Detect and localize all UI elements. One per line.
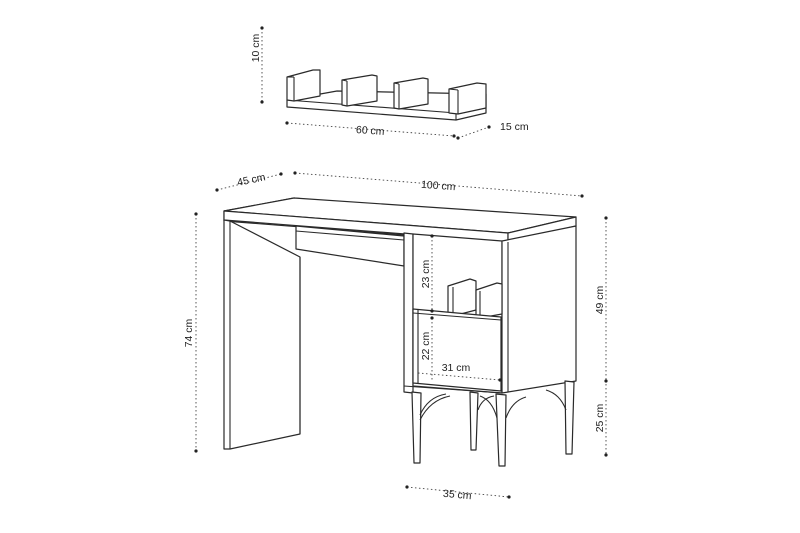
leg-arc-right-inner (505, 396, 527, 419)
leg-back-right (564, 380, 575, 455)
desk-width-dimension: 100 cm (293, 171, 584, 198)
shelf-divider-2 (341, 74, 378, 107)
leg-back-left (469, 391, 479, 451)
shelf-base-board (286, 90, 487, 121)
shelf-height-dimension: 10 cm (250, 26, 264, 104)
cabinet-height-dimension: 49 cm (594, 216, 608, 383)
desk-width-label: 100 cm (421, 179, 456, 193)
leg-span-dimension: 35 cm (405, 485, 511, 502)
shelf-depth-dimension: 15 cm (456, 121, 529, 140)
leg-arc-back-right (545, 389, 567, 411)
cabinet-height-label: 49 cm (594, 285, 606, 314)
leg-height-label: 25 cm (594, 403, 606, 432)
leg-arc-front-left-inner (419, 395, 451, 421)
desk-depth-dimension: 45 cm (215, 171, 283, 192)
shelf-width-dimension: 60 cm (285, 121, 456, 138)
open-shelf-dimension: 23 cm (420, 234, 434, 313)
drawer-height-dimension: 22 cm (420, 316, 434, 380)
open-shelf-label: 23 cm (420, 259, 432, 288)
desk (223, 197, 577, 467)
shelf-height-label: 10 cm (250, 33, 262, 62)
shelf-width-label: 60 cm (356, 124, 386, 138)
shelf-divider-3-top (393, 82, 400, 85)
wall-shelf (286, 69, 487, 121)
desk-height-label: 74 cm (183, 318, 195, 347)
cabinet-legs (411, 380, 575, 467)
drawer-top-lip (412, 312, 502, 321)
leg-front-left (411, 391, 422, 464)
shelf-divider-left (286, 69, 321, 102)
shelf-divider-right-top (448, 88, 459, 91)
leg-front-right (495, 393, 507, 467)
cabinet-left-edge (403, 232, 414, 394)
leg-arc-front-left (419, 393, 447, 416)
desk-depth-label: 45 cm (236, 171, 267, 189)
cabinet-bottom-edge (403, 385, 503, 394)
leg-arc-back-left (477, 395, 495, 411)
cabinet-divider-left (447, 278, 477, 317)
shelf-divider-3 (393, 77, 429, 110)
leg-span-label: 35 cm (442, 488, 472, 502)
drawer-width-label: 31 cm (442, 362, 471, 374)
desk-height-dimension: 74 cm (183, 212, 198, 453)
leg-height-dimension: 25 cm (594, 384, 608, 457)
shelf-base-edge (286, 99, 457, 114)
drawer-front (412, 308, 502, 392)
shelf-divider-right (448, 82, 487, 115)
desk-back-rail-edge (295, 230, 405, 241)
drawer-height-label: 22 cm (420, 331, 432, 360)
leg-arc-front-right (479, 395, 498, 419)
shelf-depth-label: 15 cm (500, 121, 529, 133)
drawer-width-dimension: 31 cm (417, 362, 502, 382)
cabinet-side-panel (501, 225, 577, 394)
shelf-divider-2-top (341, 79, 348, 82)
desk-left-panel (223, 219, 301, 450)
